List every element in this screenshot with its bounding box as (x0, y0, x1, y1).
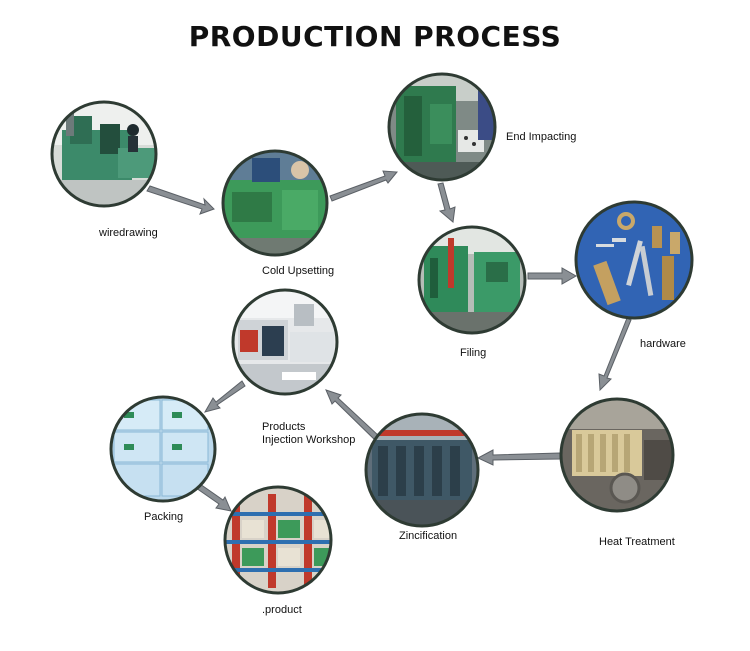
arrow-heat-treatment-to-zincification (476, 449, 561, 466)
arrow-injection-to-packing (203, 380, 246, 413)
step-photo-product (223, 485, 333, 595)
flow-arrows (146, 170, 632, 512)
step-label-filing: Filing (460, 347, 487, 359)
arrow-filing-to-hardware (527, 267, 578, 285)
step-photo-wiredrawing (50, 100, 158, 208)
arrow-zincification-to-injection (325, 389, 381, 442)
step-label-zincification: Zincification (399, 530, 458, 542)
step-label-heat-treatment: Heat Treatment (599, 536, 675, 548)
arrow-wiredrawing-to-cold-upsetting (146, 185, 215, 215)
step-label-product: .product (262, 604, 302, 616)
step-photo-injection-workshop (231, 288, 339, 396)
step-photo-hardware (574, 200, 694, 320)
step-label-packing: Packing (144, 511, 184, 523)
step-photo-packing (109, 395, 217, 503)
arrow-packing-to-product (195, 483, 232, 512)
step-photo-heat-treatment (559, 397, 675, 513)
step-photo-zincification (364, 412, 480, 528)
step-label-hardware: hardware (640, 338, 686, 350)
arrow-end-impacting-to-filing (437, 182, 456, 223)
step-label-products: Products (262, 421, 306, 433)
step-label-wiredrawing: wiredrawing (99, 227, 158, 239)
step-label-end-impacting: End Impacting (506, 131, 577, 143)
step-photo-filing (417, 225, 527, 335)
step-label-injection-workshop: Injection Workshop (262, 434, 356, 446)
page-title: PRODUCTION PROCESS (188, 20, 562, 53)
step-label-cold-upsetting: Cold Upsetting (262, 265, 335, 277)
arrow-cold-upsetting-to-end-impacting (329, 170, 398, 202)
step-photo-cold-upsetting (221, 149, 329, 257)
step-photo-end-impacting (387, 72, 497, 182)
arrow-hardware-to-heat-treatment (598, 317, 632, 392)
